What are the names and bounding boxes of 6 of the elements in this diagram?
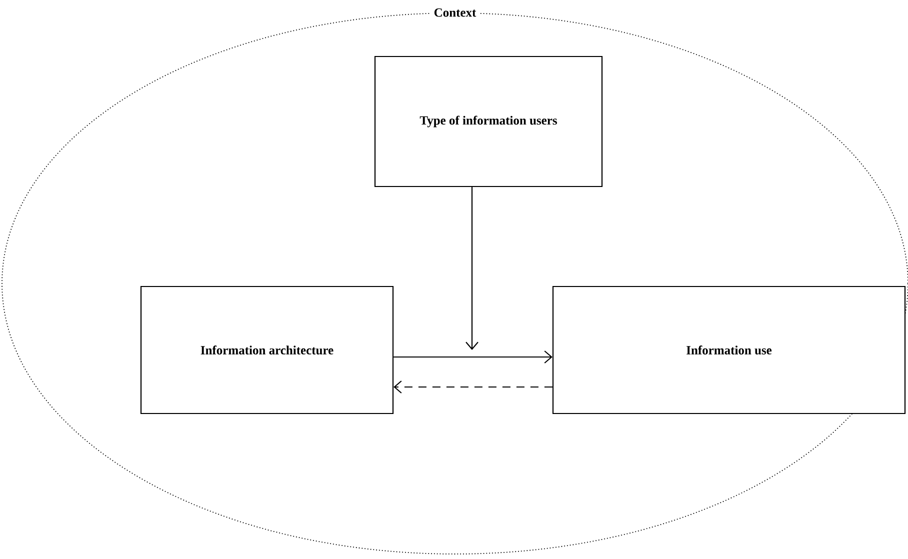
arrow xyxy=(466,187,478,350)
process-box: Type of information users xyxy=(374,56,603,188)
arrow xyxy=(394,350,552,364)
arrow xyxy=(394,380,552,394)
process-box: Information use xyxy=(552,286,906,414)
process-box: Information architecture xyxy=(140,286,394,414)
